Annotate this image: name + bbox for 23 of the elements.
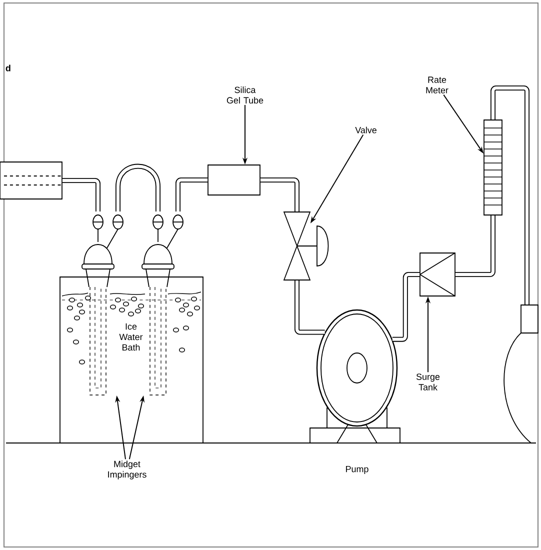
callout-label: Rate Meter: [426, 76, 448, 94]
ice-bath-tank: Ice Water Bath: [60, 276, 204, 444]
callout-label: Silica Gel Tube: [226, 86, 264, 104]
valve-symbol: [283, 212, 329, 280]
surge-tank: [419, 252, 456, 296]
pump-label: Pump: [346, 466, 368, 474]
tubing: [116, 164, 160, 212]
tubing: [176, 178, 208, 212]
tubing: [455, 215, 496, 277]
callout-label: Surge Tank: [416, 374, 440, 390]
tubing: [294, 280, 325, 335]
callout-label: Valve: [355, 126, 376, 134]
callout-label: Midget Impingers: [108, 460, 146, 480]
tubing: [260, 178, 300, 212]
silica-gel-tube: [208, 164, 260, 196]
gas-meter-drawing: [504, 304, 538, 444]
probe-box: [0, 162, 62, 200]
rate-meter: [484, 120, 502, 216]
cut-off-text: d: [6, 64, 10, 72]
tubing: [392, 272, 420, 342]
tubing: [490, 86, 530, 305]
impinger: [142, 214, 184, 396]
tubing: [62, 178, 100, 212]
